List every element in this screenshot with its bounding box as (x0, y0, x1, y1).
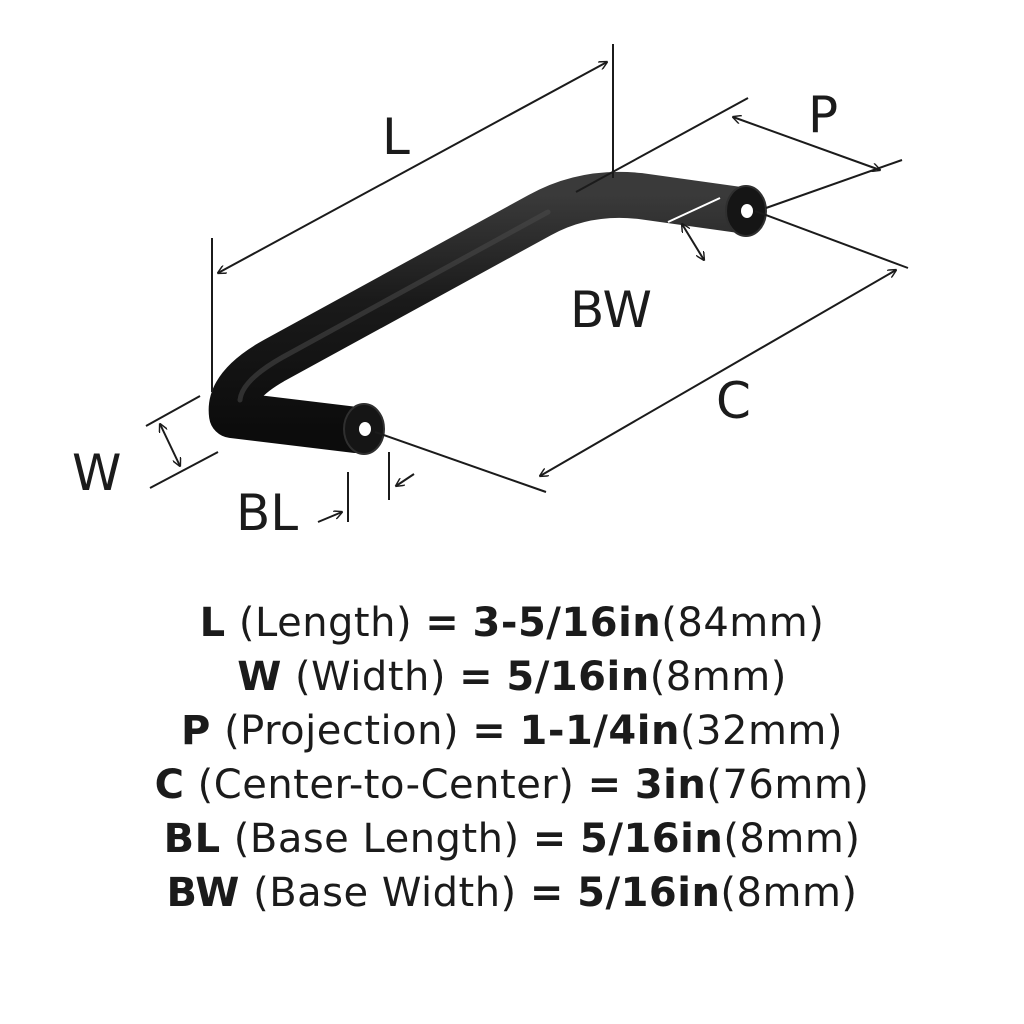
dimension-spec-list: L (Length) = 3-5/16in(84mm) W (Width) = … (0, 596, 1024, 920)
spec-metric: (8mm) (649, 654, 787, 700)
spec-row-projection: P (Projection) = 1-1/4in(32mm) (0, 704, 1024, 758)
spec-value: 5/16in (580, 816, 724, 862)
bw-dimension-arrow (682, 224, 704, 260)
c-dimension-arrow (540, 270, 896, 476)
spec-equals: = (532, 816, 567, 862)
spec-key: BL (163, 816, 221, 862)
spec-value: 3-5/16in (472, 600, 662, 646)
spec-metric: (76mm) (706, 762, 870, 808)
spec-name: (Width) (295, 654, 446, 700)
pull-handle (208, 171, 767, 455)
spec-key: BW (166, 870, 240, 916)
label-w: W (72, 444, 121, 502)
spec-value: 3in (634, 762, 707, 808)
spec-equals: = (529, 870, 564, 916)
spec-equals: = (425, 600, 460, 646)
label-bl: BL (236, 484, 298, 542)
spec-key: L (199, 600, 226, 646)
c-centerline-back (754, 210, 909, 269)
back-post-hole (741, 204, 753, 218)
w-dimension-arrow (160, 424, 180, 466)
label-bw: BW (570, 281, 652, 339)
spec-name: (Base Width) (253, 870, 517, 916)
c-centerline-front (374, 431, 547, 493)
label-p: P (808, 86, 838, 144)
spec-value: 5/16in (506, 654, 650, 700)
spec-metric: (84mm) (661, 600, 825, 646)
spec-row-length: L (Length) = 3-5/16in(84mm) (0, 596, 1024, 650)
spec-metric: (8mm) (720, 870, 858, 916)
bl-arrow-right (396, 473, 415, 486)
p-extension-lower (765, 159, 903, 209)
bl-arrow-left (317, 512, 342, 523)
spec-key: P (181, 708, 211, 754)
p-extension-upper (575, 97, 749, 193)
spec-key: W (237, 654, 282, 700)
spec-equals: = (459, 654, 494, 700)
bw-extension (667, 197, 721, 223)
w-extension-bottom (149, 451, 219, 489)
spec-row-center-to-center: C (Center-to-Center) = 3in(76mm) (0, 758, 1024, 812)
spec-equals: = (472, 708, 507, 754)
label-l: L (382, 108, 410, 166)
spec-name: (Center-to-Center) (197, 762, 575, 808)
spec-key: C (154, 762, 185, 808)
spec-name: (Base Length) (233, 816, 520, 862)
spec-row-base-length: BL (Base Length) = 5/16in(8mm) (0, 812, 1024, 866)
handle-body (208, 171, 763, 453)
spec-name: (Length) (238, 600, 413, 646)
p-dimension-arrow (733, 117, 880, 170)
l-dimension-arrow (218, 62, 607, 273)
dimension-lines (145, 44, 909, 523)
spec-value: 5/16in (577, 870, 721, 916)
w-extension-top (145, 395, 201, 427)
spec-metric: (32mm) (679, 708, 843, 754)
front-post-hole (359, 422, 371, 436)
spec-value: 1-1/4in (519, 708, 680, 754)
spec-equals: = (587, 762, 622, 808)
label-c: C (716, 372, 751, 430)
handle-dimension-diagram: L P BW C W BL (72, 44, 909, 542)
spec-row-base-width: BW (Base Width) = 5/16in(8mm) (0, 866, 1024, 920)
handle-highlight (237, 209, 551, 403)
spec-row-width: W (Width) = 5/16in(8mm) (0, 650, 1024, 704)
spec-name: (Projection) (224, 708, 460, 754)
spec-metric: (8mm) (723, 816, 861, 862)
